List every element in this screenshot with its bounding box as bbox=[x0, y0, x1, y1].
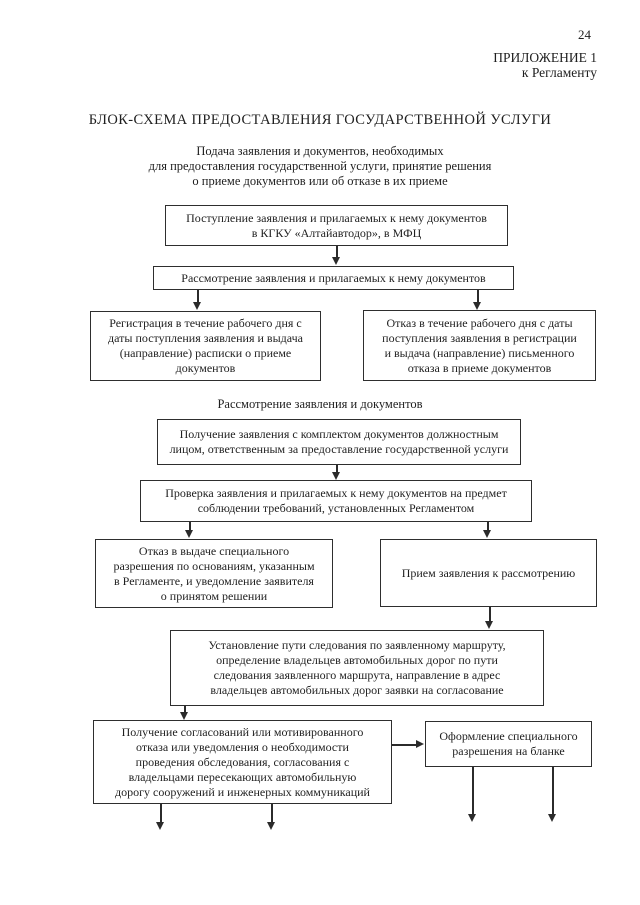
flow-box-refusal-accept: Отказ в течение рабочего дня с даты пост… bbox=[363, 310, 596, 381]
arrowhead-down-icon bbox=[193, 302, 201, 310]
line bbox=[487, 522, 489, 531]
arrowhead-down-icon bbox=[332, 472, 340, 480]
line bbox=[336, 465, 338, 473]
line bbox=[489, 607, 491, 622]
line bbox=[189, 522, 191, 531]
line bbox=[336, 246, 338, 258]
flow-box-receiving: Получение заявления с комплектом докумен… bbox=[157, 419, 521, 465]
arrowhead-down-icon bbox=[332, 257, 340, 265]
arrowhead-down-icon bbox=[483, 530, 491, 538]
line bbox=[392, 744, 417, 746]
flow-box-registration: Регистрация в течение рабочего дня с дат… bbox=[90, 311, 321, 381]
line bbox=[160, 804, 162, 823]
arrowhead-down-icon bbox=[267, 822, 275, 830]
arrowhead-down-icon bbox=[156, 822, 164, 830]
line bbox=[477, 290, 479, 303]
line bbox=[472, 767, 474, 815]
page-title: БЛОК-СХЕМА ПРЕДОСТАВЛЕНИЯ ГОСУДАРСТВЕННО… bbox=[88, 112, 552, 128]
line bbox=[184, 706, 186, 713]
arrowhead-down-icon bbox=[185, 530, 193, 538]
page-number: 24 bbox=[578, 27, 591, 42]
flow-box-review: Рассмотрение заявления и прилагаемых к н… bbox=[153, 266, 514, 290]
line bbox=[271, 804, 273, 823]
line bbox=[552, 767, 554, 815]
arrowhead-down-icon bbox=[548, 814, 556, 822]
flow-box-route: Установление пути следования по заявленн… bbox=[170, 630, 544, 706]
arrowhead-down-icon bbox=[468, 814, 476, 822]
flow-box-check: Проверка заявления и прилагаемых к нему … bbox=[140, 480, 532, 522]
arrowhead-down-icon bbox=[485, 621, 493, 629]
flow-box-refusal-permit: Отказ в выдаче специального разрешения п… bbox=[95, 539, 333, 608]
arrowhead-down-icon bbox=[180, 712, 188, 720]
stage1-caption: Подача заявления и документов, необходим… bbox=[148, 144, 492, 188]
flow-box-accept: Прием заявления к рассмотрению bbox=[380, 539, 597, 607]
arrowhead-right-icon bbox=[416, 740, 424, 748]
line bbox=[197, 290, 199, 303]
stage2-caption: Рассмотрение заявления и документов bbox=[217, 397, 423, 411]
flow-box-intake: Поступление заявления и прилагаемых к не… bbox=[165, 205, 508, 246]
flow-box-approvals: Получение согласований или мотивированно… bbox=[93, 720, 392, 804]
flow-box-issue: Оформление специального разрешения на бл… bbox=[425, 721, 592, 767]
appendix-note: ПРИЛОЖЕНИЕ 1 к Регламенту bbox=[493, 50, 597, 80]
arrowhead-down-icon bbox=[473, 302, 481, 310]
